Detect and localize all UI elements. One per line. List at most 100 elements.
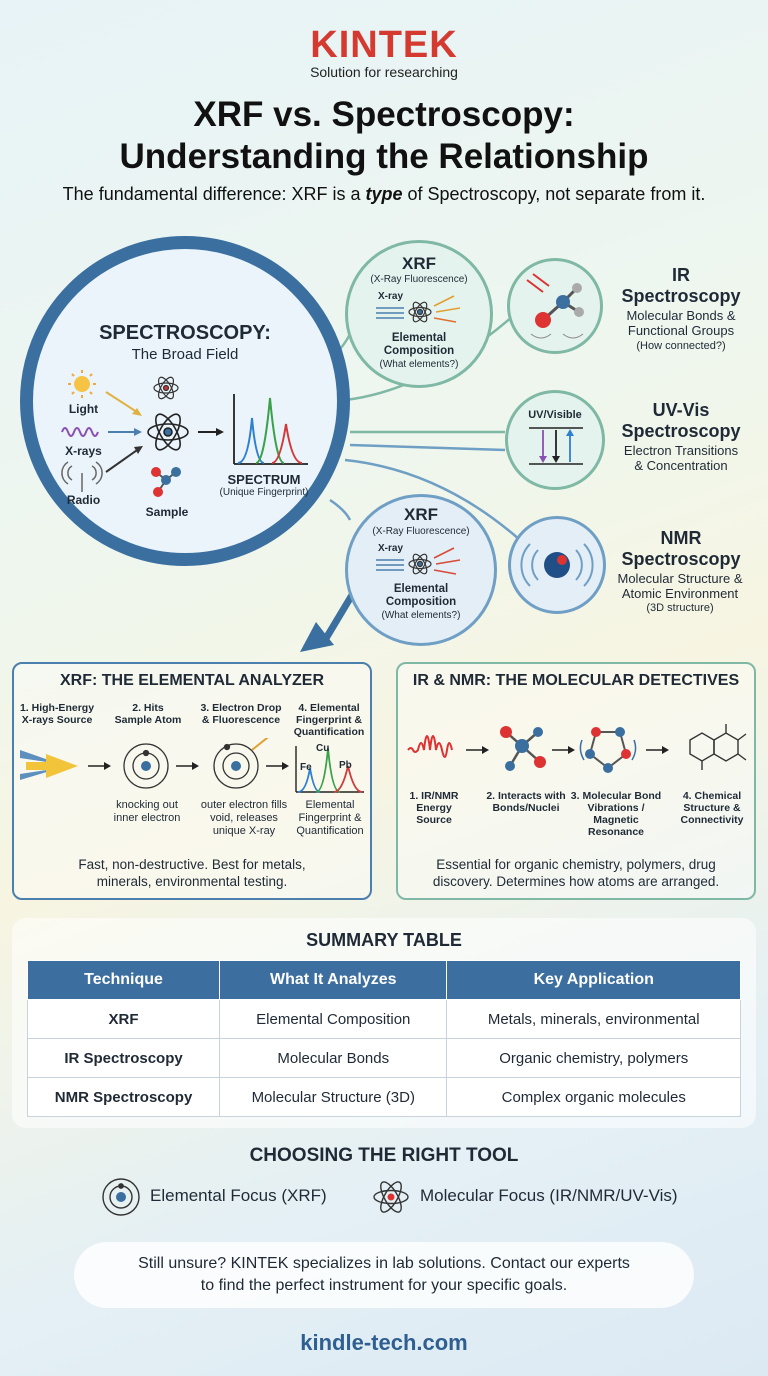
xrf-caption-3-l1: Elemental: [305, 799, 355, 811]
xrf-top-desc-2: Composition: [383, 345, 455, 357]
chemical-structure-icon: [689, 724, 747, 770]
xrf-step-3-l1: 3. Electron Drop: [200, 702, 282, 714]
radio-icon: [61, 461, 103, 492]
nmr-desc: Molecular Structure & Atomic Environment: [600, 571, 760, 601]
bond-molecule-icon: [500, 726, 546, 771]
table-cell: Molecular Structure (3D): [219, 1077, 448, 1117]
uvvis-label: UV/Visible: [528, 409, 582, 421]
xrf-step-1-l2: X-rays Source: [21, 714, 93, 726]
table-cell: Elemental Composition: [219, 999, 448, 1039]
spectrum-chart-icon: [233, 394, 308, 465]
source-xrays: X-rays: [65, 444, 102, 458]
molecule-icon: [151, 467, 181, 497]
xrf-top-sub: (X-Ray Fluorescence): [370, 274, 468, 285]
table-cell: NMR Spectroscopy: [26, 1077, 221, 1117]
table-header-analyzes: What It Analyzes: [219, 960, 448, 1000]
table-cell: Complex organic molecules: [446, 1077, 741, 1117]
mol-step-3-l3: Magnetic: [593, 814, 639, 826]
uvvis-desc: Electron Transitions & Concentration: [604, 443, 758, 473]
xrf-caption-2-l2: void, releases: [210, 812, 278, 824]
elemental-atom-icon: [102, 1178, 140, 1216]
sun-icon: [68, 370, 96, 398]
cta-line-1: Still unsure? KINTEK specializes in lab …: [138, 1255, 630, 1272]
xrf-summary-1: Fast, non-destructive. Best for metals,: [78, 857, 306, 872]
mol-summary-1: Essential for organic chemistry, polymer…: [436, 857, 716, 872]
xrf-step-4-l3: Quantification: [293, 726, 365, 738]
ir-desc: Molecular Bonds & Functional Groups: [604, 308, 758, 338]
summary-table-title: SUMMARY TABLE: [306, 930, 462, 950]
mol-step-1-l1: 1. IR/NMR: [409, 790, 459, 802]
nmr-desc-2: Atomic Environment: [621, 586, 739, 601]
subtitle-emphasis: type: [365, 184, 403, 204]
xrf-bottom-desc-2: Composition: [385, 596, 457, 608]
xrf-panel-title: XRF: THE ELEMENTAL ANALYZER: [59, 672, 324, 689]
footer-link[interactable]: kindle-tech.com: [300, 1330, 468, 1355]
table-cell: XRF: [26, 999, 221, 1039]
xrf-step-3: 3. Electron Drop& Fluorescence: [196, 702, 286, 726]
xrf-top-title: XRF: [402, 254, 436, 273]
uvvis-desc-2: & Concentration: [634, 458, 728, 473]
sample-atom-icon: [123, 743, 169, 789]
mol-summary-2: discovery. Determines how atoms are arra…: [432, 874, 720, 889]
molecular-focus-label: Molecular Focus (IR/NMR/UV-Vis): [420, 1186, 678, 1205]
nmr-nucleus-icon: [520, 543, 594, 587]
ir-circle: [507, 258, 603, 354]
mol-step-4-l1: 4. Chemical: [682, 790, 742, 802]
cta-box: Still unsure? KINTEK specializes in lab …: [74, 1242, 694, 1308]
ir-title-2: Spectroscopy: [621, 286, 741, 306]
ir-molecule-icon: [526, 273, 584, 339]
sample-label: Sample: [145, 505, 189, 519]
xrf-caption-1-l2: inner electron: [113, 812, 181, 824]
elemental-spectrum-icon: [295, 746, 364, 793]
xrf-step-1-l1: 1. High-Energy: [19, 702, 95, 714]
xrf-step-4-l1: 4. Elemental: [298, 702, 360, 714]
table-header-application: Key Application: [446, 960, 741, 1000]
mol-step-1-l2: Energy: [416, 802, 452, 814]
xrf-bottom-atom-icon: [376, 547, 461, 575]
fluorescence-atom-icon: [213, 743, 259, 789]
spectroscopy-title: SPECTROSCOPY:: [99, 322, 271, 344]
energy-wave-icon: [407, 735, 453, 758]
title-line-1: XRF vs. Spectroscopy:: [193, 95, 575, 134]
xrf-bottom-desc-3: (What elements?): [381, 610, 461, 621]
xrf-top-desc: Elemental Composition: [345, 332, 493, 358]
elemental-focus-label: Elemental Focus (XRF): [150, 1186, 327, 1205]
peak-cu: Cu: [316, 743, 330, 754]
xrf-top-atom-icon: [376, 295, 461, 323]
uvvis-title-2: Spectroscopy: [621, 421, 741, 441]
ir-desc-3: (How connected?): [636, 340, 726, 352]
xrf-process-illustration: [20, 738, 364, 793]
xrf-panel-summary: Fast, non-destructive. Best for metals, …: [12, 856, 372, 890]
table-header-technique: Technique: [26, 960, 221, 1000]
atom-icon-main: [147, 413, 189, 451]
mol-step-1-l3: Source: [416, 814, 452, 826]
uvvis-title: UV-Vis Spectroscopy: [606, 400, 756, 442]
molecular-atom-icon: [373, 1181, 409, 1213]
mol-step-4-l3: Connectivity: [680, 814, 744, 826]
ir-title-1: IR: [672, 265, 690, 285]
mol-step-3-l4: Resonance: [587, 826, 645, 838]
xrf-caption-1-l1: knocking out: [116, 799, 178, 811]
table-cell: IR Spectroscopy: [26, 1038, 221, 1078]
uvvis-desc-1: Electron Transitions: [623, 443, 739, 458]
nmr-title-1: NMR: [660, 528, 702, 548]
xrf-step-2-l1: 2. Hits: [132, 702, 164, 714]
source-light: Light: [68, 402, 99, 416]
table-row: XRF Elemental Composition Metals, minera…: [26, 999, 741, 1039]
ir-desc-2: Functional Groups: [627, 323, 735, 338]
table-row: NMR Spectroscopy Molecular Structure (3D…: [26, 1077, 741, 1117]
page-title: XRF vs. Spectroscopy: Understanding the …: [0, 94, 768, 178]
molecular-process-illustration: [407, 724, 747, 773]
xrf-caption-2-l1: outer electron fills: [200, 799, 288, 811]
xrf-step-4-l2: Fingerprint &: [296, 714, 362, 726]
table-cell: Molecular Bonds: [219, 1038, 448, 1078]
xrf-bottom-sub: (X-Ray Fluorescence): [372, 526, 470, 537]
table-row: IR Spectroscopy Molecular Bonds Organic …: [26, 1038, 741, 1078]
mol-step-3-l1: 3. Molecular Bond: [570, 790, 662, 802]
